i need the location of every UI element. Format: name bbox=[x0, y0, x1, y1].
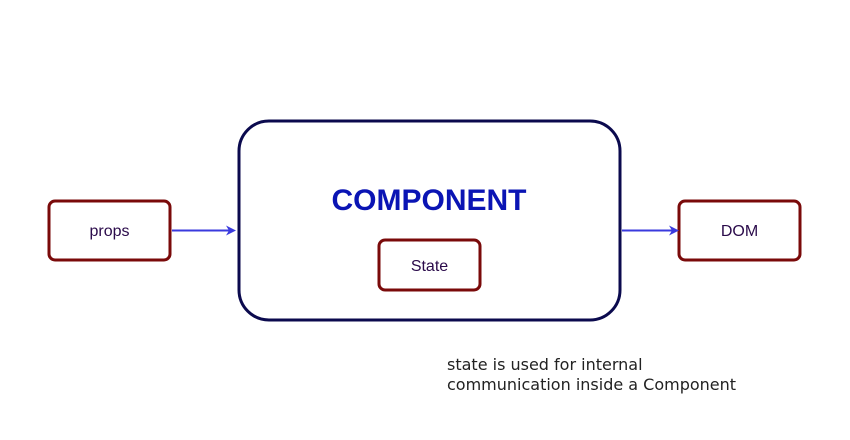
props-box bbox=[47, 199, 172, 262]
component-title: COMPONENT bbox=[332, 184, 527, 217]
dom-label: DOM bbox=[721, 223, 758, 240]
state-box bbox=[377, 238, 482, 292]
component-box bbox=[237, 119, 622, 322]
dom-node: DOM bbox=[677, 199, 802, 262]
state-label: State bbox=[411, 258, 448, 275]
props-node: props bbox=[47, 199, 172, 262]
dom-box bbox=[677, 199, 802, 262]
component-node: COMPONENT bbox=[237, 119, 622, 322]
state-note-line-2: communication inside a Component bbox=[447, 375, 736, 394]
state-node: State bbox=[377, 238, 482, 292]
state-note: state is used for internal communication… bbox=[447, 355, 736, 394]
props-label: props bbox=[89, 223, 129, 240]
state-note-line-1: state is used for internal bbox=[447, 355, 643, 374]
